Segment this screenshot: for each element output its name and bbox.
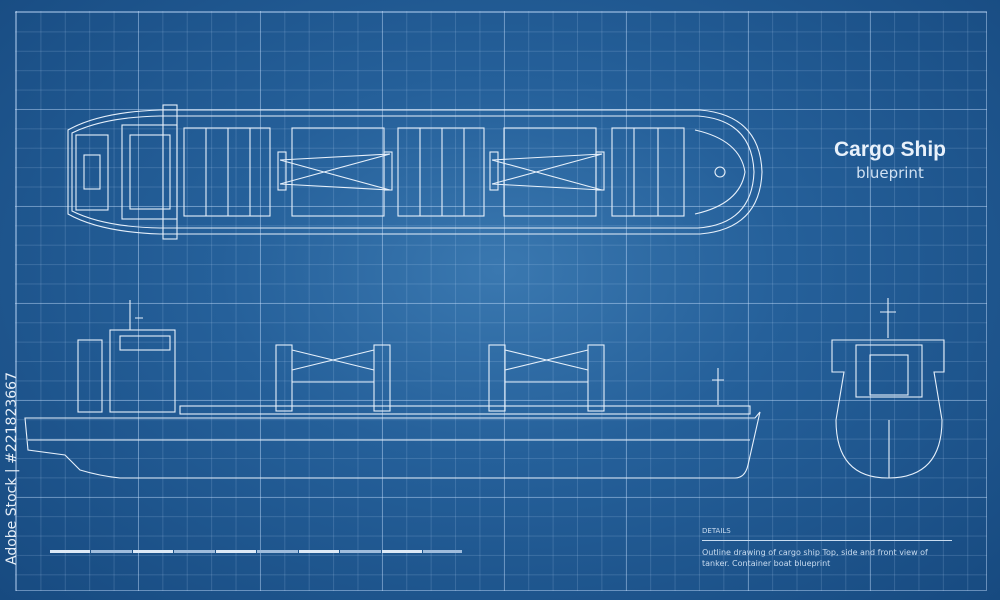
top-view-ship bbox=[67, 104, 763, 240]
cranes-top bbox=[277, 151, 605, 191]
details-text: Outline drawing of cargo ship Top, side … bbox=[702, 548, 928, 568]
scale-bar bbox=[50, 550, 462, 553]
details-block: DETAILS Outline drawing of cargo ship To… bbox=[702, 527, 952, 569]
cargo-hatches bbox=[183, 127, 685, 217]
title-block: Cargo Ship blueprint bbox=[820, 138, 960, 182]
title-sub: blueprint bbox=[856, 164, 924, 182]
front-view-ship bbox=[831, 298, 945, 479]
details-heading: DETAILS bbox=[702, 527, 952, 541]
side-view-ship bbox=[24, 300, 761, 479]
title-main: Cargo Ship bbox=[833, 138, 946, 161]
stock-credit: Adobe Stock | #221823667 bbox=[4, 372, 20, 565]
blueprint-grid bbox=[15, 11, 987, 591]
cranes-side bbox=[275, 344, 605, 412]
